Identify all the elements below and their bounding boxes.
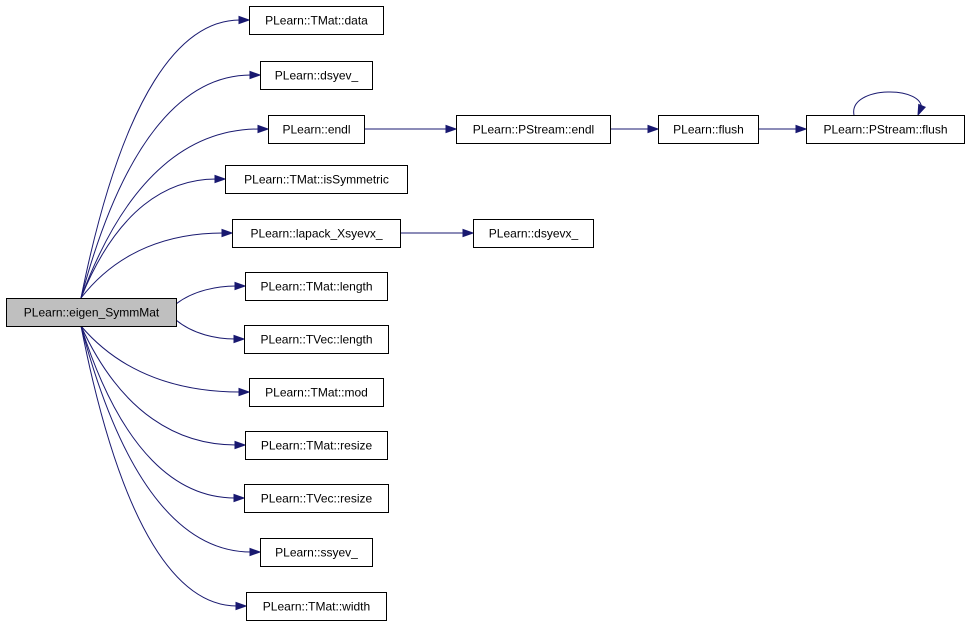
node-label: PLearn::flush [673, 123, 744, 137]
edge-root-to-tmat_length-arrowhead [234, 281, 247, 291]
edge-root-to-ssyev [80, 325, 252, 553]
nodes-layer: PLearn::eigen_SymmMat PLearn::TMat::dataP… [6, 6, 965, 621]
node-box [268, 115, 365, 144]
node-label: PLearn::ssyev_ [275, 546, 358, 560]
node-box [232, 219, 401, 248]
node-box [246, 592, 387, 621]
edge-root-to-ssyev-arrowhead [249, 547, 262, 557]
edge-root-to-tmat_data [80, 19, 241, 299]
node-box [244, 325, 389, 354]
node-box [6, 298, 177, 327]
node-tmat-data[interactable]: PLearn::TMat::data [249, 6, 384, 35]
edge-root-to-tmat_issym-arrowhead [214, 174, 227, 184]
node-pstream-flush[interactable]: PLearn::PStream::flush [806, 115, 965, 144]
edge-root-to-tmat_resize-arrowhead [234, 440, 247, 450]
node-label: PLearn::TMat::mod [265, 386, 368, 400]
node-box [473, 219, 594, 248]
edge-flush-to-pstream_flush-arrowhead [795, 124, 808, 134]
edge-root-to-tvec_length-arrowhead [233, 334, 246, 344]
node-ssyev[interactable]: PLearn::ssyev_ [260, 538, 373, 567]
node-tvec-length[interactable]: PLearn::TVec::length [244, 325, 389, 354]
edge-root-to-dsyev [80, 74, 252, 299]
node-box [244, 484, 389, 513]
edge-lapack-to-dsyevx-arrowhead [462, 228, 475, 238]
node-label: PLearn::TVec::length [260, 333, 372, 347]
edge-root-to-lapack [80, 232, 224, 299]
node-label: PLearn::PStream::flush [823, 123, 947, 137]
edge-root-to-tmat_width [80, 325, 238, 607]
edge-root-to-tmat_mod-arrowhead [238, 387, 251, 397]
node-label: PLearn::eigen_SymmMat [24, 306, 160, 320]
node-pstream-endl[interactable]: PLearn::PStream::endl [456, 115, 611, 144]
edge-root-to-tvec_resize-arrowhead [233, 493, 246, 503]
node-label: PLearn::TVec::resize [261, 492, 373, 506]
node-label: PLearn::TMat::resize [261, 439, 373, 453]
edge-root-to-tmat_resize [80, 325, 237, 446]
node-flush[interactable]: PLearn::flush [658, 115, 759, 144]
node-box [245, 431, 388, 460]
node-label: PLearn::lapack_Xsyevx_ [250, 227, 382, 241]
node-box [806, 115, 965, 144]
edge-root-to-endl [80, 128, 260, 299]
node-tmat-issym[interactable]: PLearn::TMat::isSymmetric [225, 165, 408, 194]
node-box [456, 115, 611, 144]
node-root[interactable]: PLearn::eigen_SymmMat [6, 298, 177, 327]
node-label: PLearn::dsyev_ [275, 69, 359, 83]
node-label: PLearn::dsyevx_ [489, 227, 579, 241]
node-box [249, 378, 384, 407]
node-dsyevx[interactable]: PLearn::dsyevx_ [473, 219, 594, 248]
node-dsyev[interactable]: PLearn::dsyev_ [260, 61, 373, 90]
edge-root-to-tvec_resize [80, 325, 236, 499]
edges-layer [80, 15, 927, 611]
node-box [225, 165, 408, 194]
edge-root-to-tmat_width-arrowhead [235, 601, 248, 611]
node-tmat-mod[interactable]: PLearn::TMat::mod [249, 378, 384, 407]
edge-pstream_flush-to-pstream_flush [853, 91, 922, 116]
node-label: PLearn::TMat::data [265, 14, 368, 28]
edge-endl-to-pstream_endl-arrowhead [445, 124, 458, 134]
edge-root-to-dsyev-arrowhead [249, 70, 262, 80]
node-tmat-width[interactable]: PLearn::TMat::width [246, 592, 387, 621]
node-label: PLearn::endl [282, 123, 350, 137]
node-box [260, 538, 373, 567]
node-endl[interactable]: PLearn::endl [268, 115, 365, 144]
node-box [658, 115, 759, 144]
edge-pstream_endl-to-flush-arrowhead [647, 124, 660, 134]
node-box [245, 272, 388, 301]
node-tmat-length[interactable]: PLearn::TMat::length [245, 272, 388, 301]
node-label: PLearn::PStream::endl [473, 123, 594, 137]
node-label: PLearn::TMat::isSymmetric [244, 173, 389, 187]
edge-root-to-tmat_data-arrowhead [238, 15, 251, 25]
edge-root-to-endl-arrowhead [257, 124, 270, 134]
edge-root-to-tmat_mod [80, 325, 241, 393]
edge-pstream_flush-to-pstream_flush-arrowhead [917, 103, 927, 117]
edge-root-to-tmat_length [175, 285, 237, 305]
node-label: PLearn::TMat::length [260, 280, 372, 294]
node-label: PLearn::TMat::width [263, 600, 370, 614]
edge-root-to-lapack-arrowhead [221, 228, 234, 238]
node-tmat-resize[interactable]: PLearn::TMat::resize [245, 431, 388, 460]
edge-root-to-tmat_issym [80, 178, 217, 299]
node-box [249, 6, 384, 35]
node-tvec-resize[interactable]: PLearn::TVec::resize [244, 484, 389, 513]
node-lapack[interactable]: PLearn::lapack_Xsyevx_ [232, 219, 401, 248]
node-box [260, 61, 373, 90]
edge-root-to-tvec_length [175, 319, 236, 340]
